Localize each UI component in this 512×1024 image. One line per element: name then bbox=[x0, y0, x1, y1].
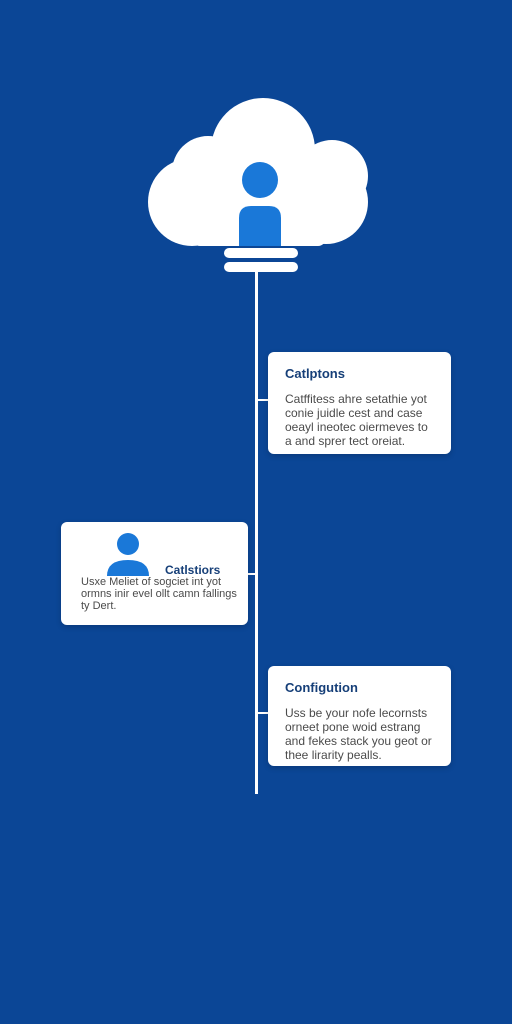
stack-bars-icon bbox=[224, 248, 298, 272]
timeline-card-3: Configution Uss be your nofe lecornsts o… bbox=[268, 666, 451, 766]
card-title: Configution bbox=[285, 680, 358, 695]
card-title: Catlptons bbox=[285, 366, 345, 381]
timeline-line bbox=[255, 270, 258, 794]
card-body: Uss be your nofe lecornsts orneet pone w… bbox=[285, 706, 432, 762]
connector-3 bbox=[258, 712, 268, 714]
timeline-card-2: Catlstiors Usxe Meliet of sogciet int yo… bbox=[61, 522, 248, 625]
connector-1 bbox=[258, 399, 268, 401]
person-icon bbox=[239, 162, 281, 246]
card-title: Catlstiors bbox=[165, 563, 221, 577]
card-body: Catffitess ahre setathie yot conie juidl… bbox=[285, 392, 428, 448]
cloud-icon bbox=[148, 98, 368, 246]
timeline-card-1: Catlptons Catffitess ahre setathie yot c… bbox=[268, 352, 451, 454]
card-body: Usxe Meliet of sogciet int yot ormns ini… bbox=[81, 576, 237, 612]
connector-2 bbox=[248, 573, 256, 575]
person-icon bbox=[107, 533, 149, 576]
